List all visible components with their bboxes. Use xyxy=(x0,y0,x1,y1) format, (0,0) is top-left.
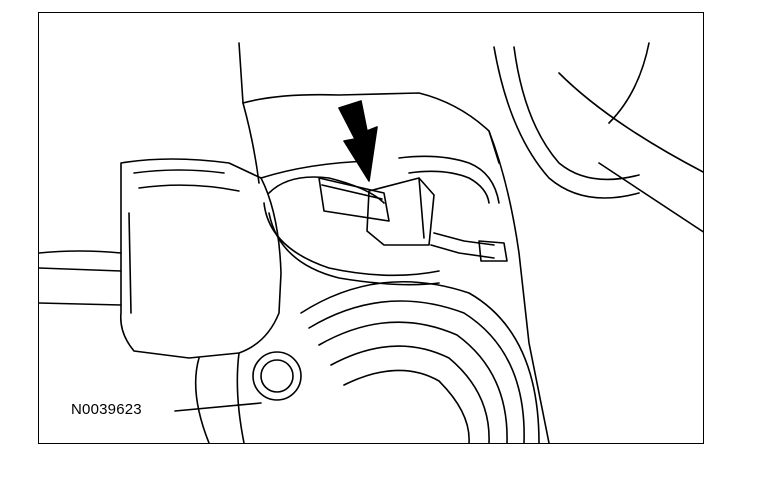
wiring-harness xyxy=(263,155,500,286)
round-boss xyxy=(252,351,302,401)
illustration-frame: N0039623 xyxy=(38,12,704,444)
figure-id-label: N0039623 xyxy=(71,401,142,418)
right-hoses xyxy=(493,42,703,233)
shroud xyxy=(238,42,550,443)
leader-line xyxy=(174,402,262,412)
pulley xyxy=(300,280,540,443)
sensor-connector xyxy=(318,177,508,262)
callout-arrow-icon xyxy=(338,100,378,182)
left-housing xyxy=(39,158,282,443)
engine-illustration xyxy=(39,42,703,443)
